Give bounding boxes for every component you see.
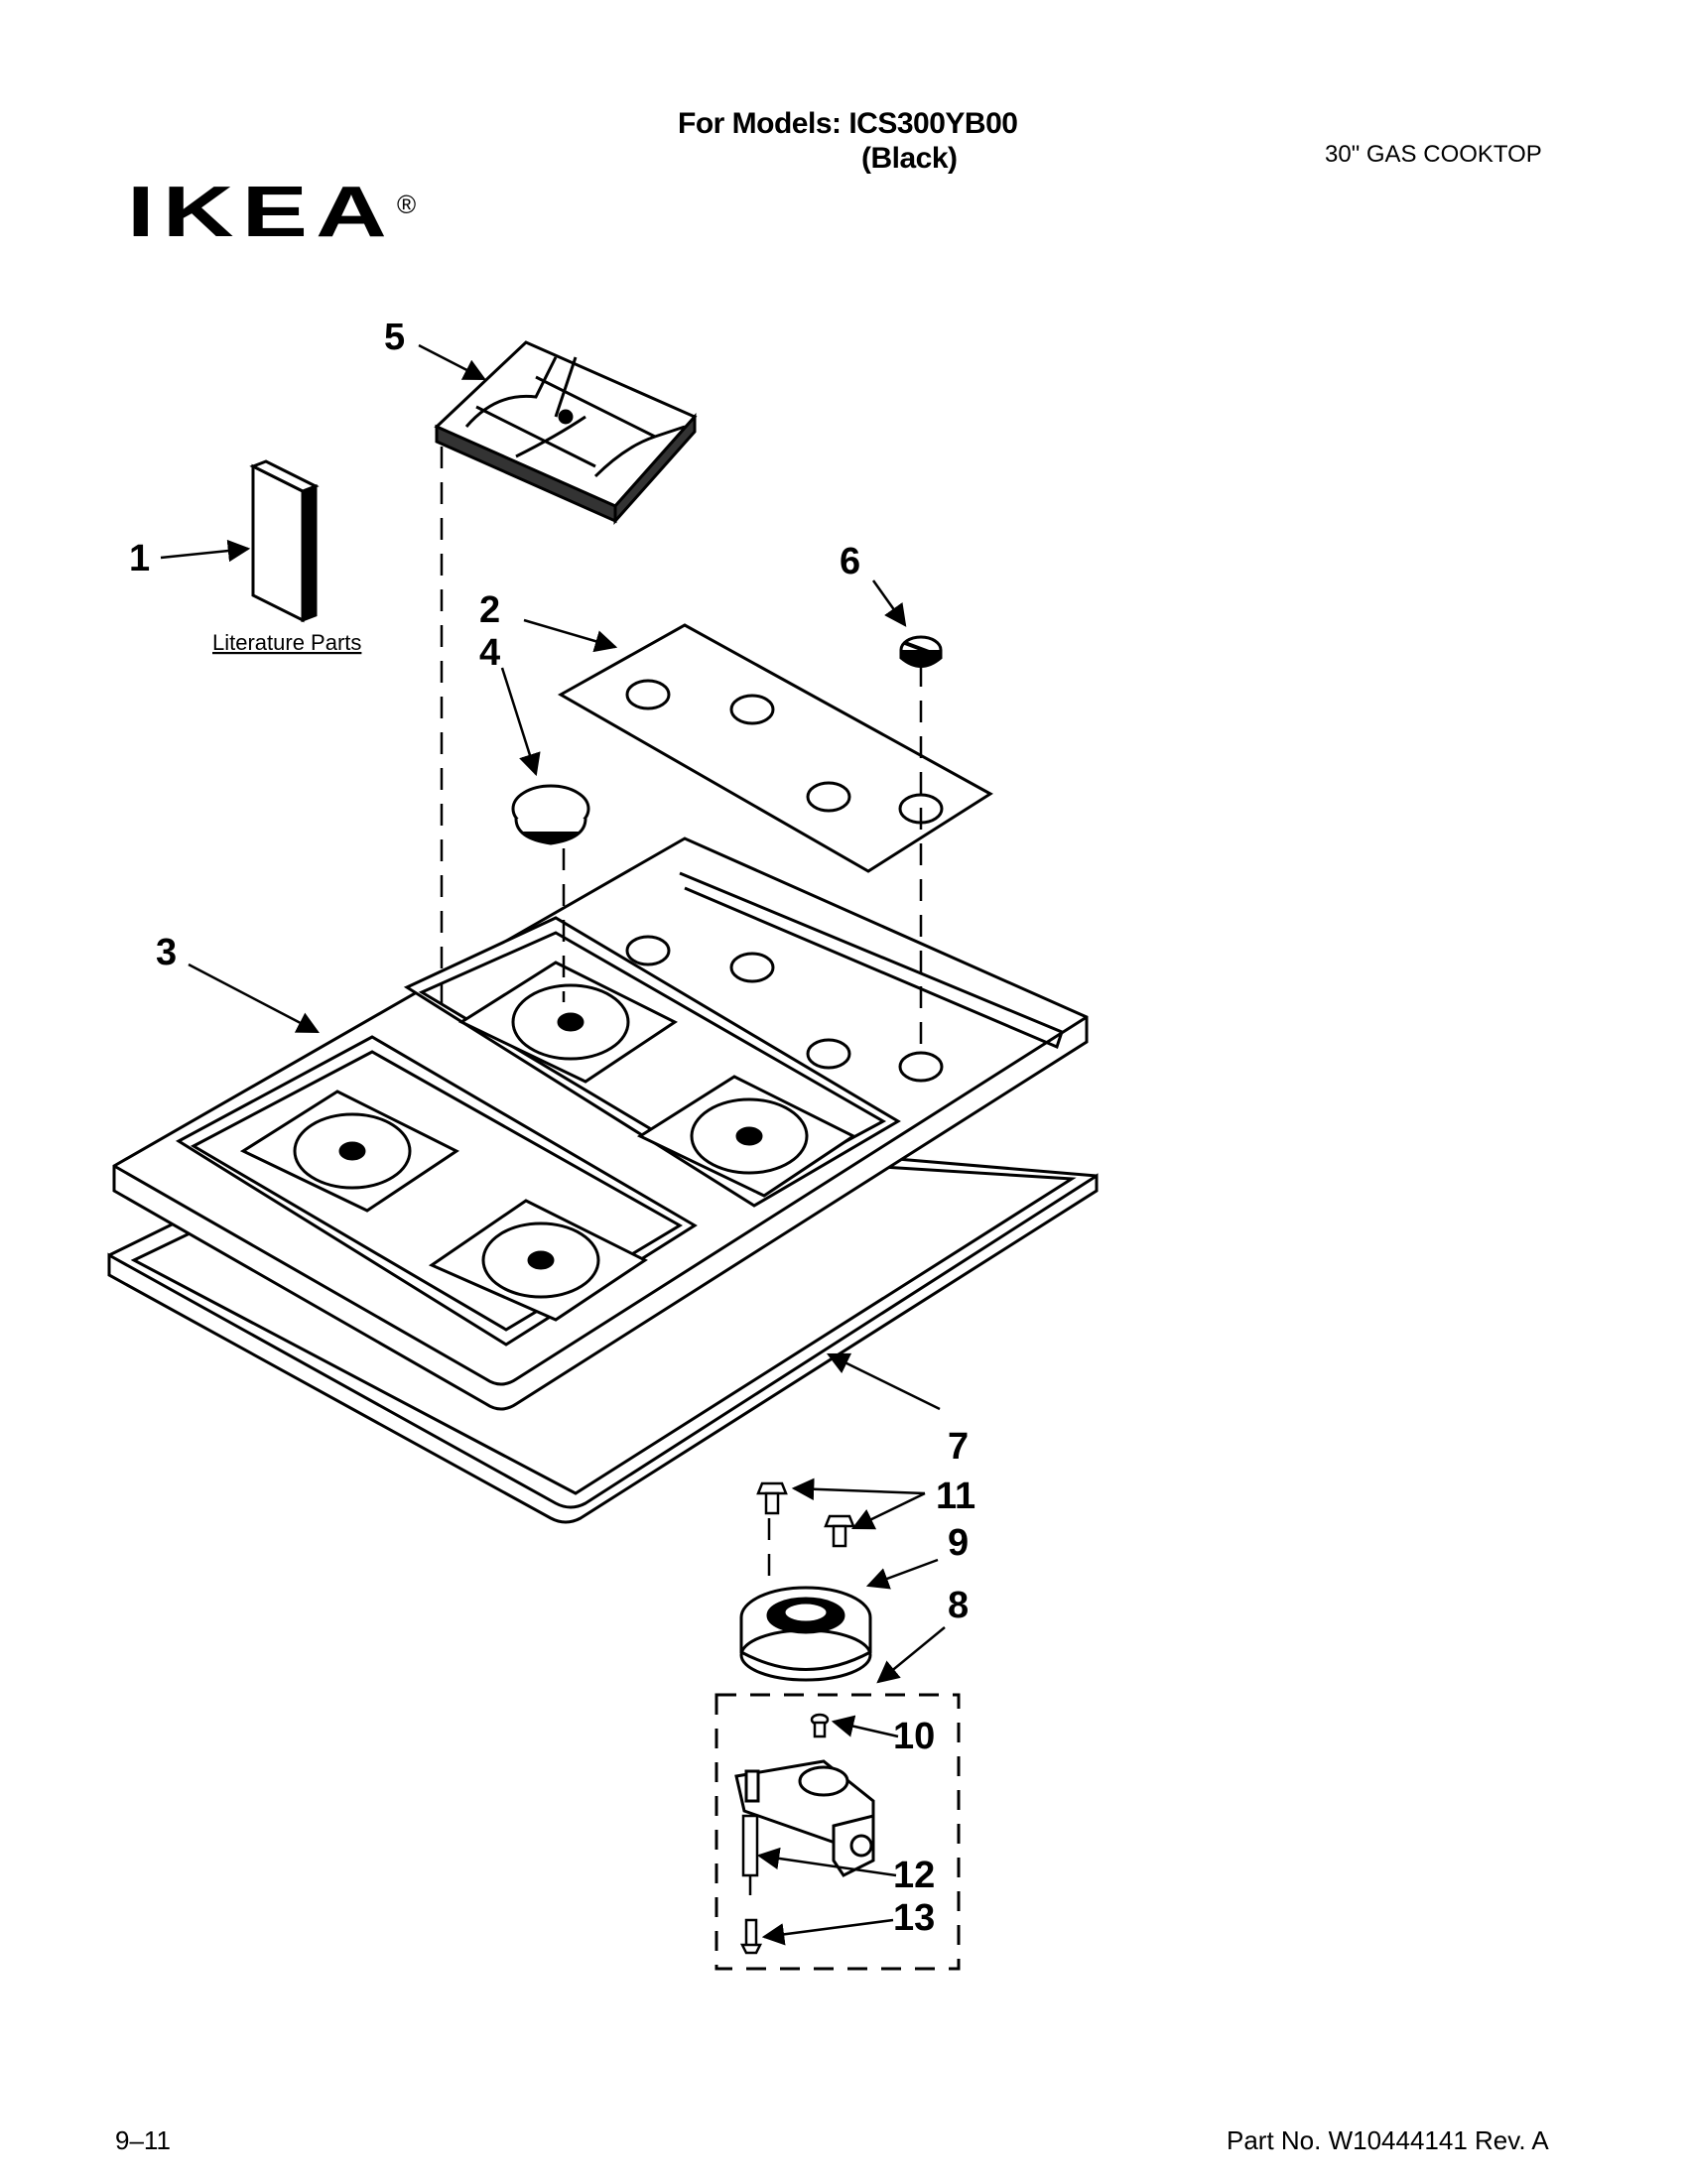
callout-8: 8 — [948, 1585, 969, 1626]
burner-base — [739, 1586, 872, 1682]
screw-13 — [739, 1918, 763, 1955]
leader-arrows — [160, 343, 946, 1946]
callout-4: 4 — [479, 632, 500, 674]
callout-7: 7 — [948, 1426, 969, 1468]
screw-10 — [810, 1713, 830, 1738]
burner-assembly-box — [714, 1693, 961, 1971]
callout-13: 13 — [893, 1897, 935, 1939]
burner-grate — [434, 340, 698, 525]
screw-lower — [824, 1514, 855, 1548]
control-panel-overlay — [557, 623, 993, 873]
electrode-12 — [741, 1814, 759, 1895]
alignment-lines — [440, 447, 923, 1578]
callout-1: 1 — [129, 538, 150, 579]
callout-12: 12 — [893, 1855, 935, 1896]
literature-booklet — [249, 459, 320, 623]
screw-upper — [756, 1481, 788, 1515]
svg-text:®: ® — [397, 190, 416, 219]
control-knob — [899, 635, 943, 668]
burner-valve-assembly — [734, 1759, 875, 1877]
svg-text:IKEA: IKEA — [127, 173, 395, 252]
cooktop-main-surface — [112, 836, 1089, 1411]
callout-3: 3 — [156, 932, 177, 973]
page-number: 9–11 — [115, 2125, 171, 2155]
callout-2: 2 — [479, 589, 500, 631]
literature-parts-label: Literature Parts — [212, 630, 361, 655]
burner-cap — [511, 784, 590, 845]
product-type: 30" GAS COOKTOP — [1325, 141, 1542, 168]
callout-5: 5 — [384, 317, 405, 358]
callout-11: 11 — [936, 1476, 975, 1517]
part-number: Part No. W10444141 Rev. A — [1227, 2125, 1549, 2155]
models-label: For Models: ICS300YB00 — [678, 107, 1018, 140]
color-label: (Black) — [861, 142, 958, 175]
callout-10: 10 — [893, 1716, 935, 1757]
callout-9: 9 — [948, 1522, 969, 1564]
ikea-logo: IKEA ® — [127, 173, 416, 252]
callout-6: 6 — [840, 541, 860, 582]
